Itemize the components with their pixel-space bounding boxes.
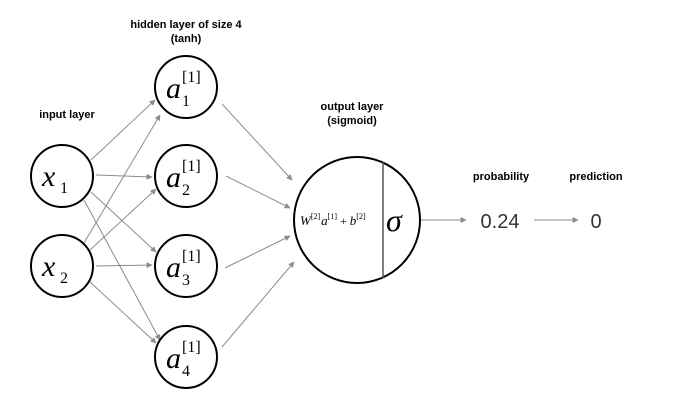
input-layer-title: input layer <box>39 109 95 121</box>
edge-x2-a4 <box>89 281 157 344</box>
hidden-a1-superscript: [1] <box>182 69 201 86</box>
hidden-layer-title: hidden layer of size 4 <box>130 19 242 31</box>
hidden-a4-superscript: [1] <box>182 339 201 356</box>
hidden-a2-symbol: a <box>166 161 181 194</box>
hidden-a4-index: 4 <box>182 363 190 380</box>
sigmoid-symbol: σ <box>386 202 403 238</box>
edge-a3-out <box>224 235 291 269</box>
hidden-node-a1: a [1] 1 <box>154 55 218 119</box>
hidden-output-edges <box>221 103 295 348</box>
edge-x2-a1 <box>83 114 161 244</box>
hidden-node-a4: a [1] 4 <box>154 325 218 389</box>
hidden-a3-index: 3 <box>182 272 190 289</box>
hidden-a3-symbol: a <box>166 251 181 284</box>
hidden-a3-superscript: [1] <box>182 248 201 265</box>
edge-x1-a3 <box>90 191 157 253</box>
probability-title: probability <box>473 171 530 183</box>
edge-a2-out <box>225 175 291 209</box>
output-layer-activation: (sigmoid) <box>327 115 377 127</box>
hidden-node-a3: a [1] 3 <box>154 234 218 298</box>
input-x2-symbol: x <box>41 250 56 283</box>
prediction-value: 0 <box>590 211 601 233</box>
edge-a4-out <box>221 261 295 348</box>
hidden-a2-superscript: [1] <box>182 158 201 175</box>
edge-x1-a1 <box>90 99 156 161</box>
hidden-layer-activation: (tanh) <box>171 33 202 45</box>
input-x1-index: 1 <box>60 180 68 197</box>
prediction-title: prediction <box>569 171 622 183</box>
output-node: W[2]a[1] + b[2] σ <box>293 156 421 284</box>
edge-x2-a3 <box>95 262 153 269</box>
hidden-node-a2: a [1] 2 <box>154 144 218 208</box>
input-x2-index: 2 <box>60 270 68 287</box>
edge-x1-a4 <box>83 199 161 341</box>
output-layer-title: output layer <box>321 101 385 113</box>
input-hidden-edges <box>83 99 161 344</box>
hidden-a1-index: 1 <box>182 93 190 110</box>
hidden-a1-symbol: a <box>166 72 181 105</box>
input-x1-symbol: x <box>41 160 56 193</box>
edge-x2-a2 <box>89 188 157 251</box>
probability-value: 0.24 <box>481 211 520 233</box>
hidden-a2-index: 2 <box>182 182 190 199</box>
hidden-a4-symbol: a <box>166 342 181 375</box>
input-node-x2: x 2 <box>30 234 94 298</box>
edge-a1-out <box>221 103 293 181</box>
linear-formula: W[2]a[1] + b[2] <box>300 212 366 228</box>
input-node-x1: x 1 <box>30 144 94 208</box>
